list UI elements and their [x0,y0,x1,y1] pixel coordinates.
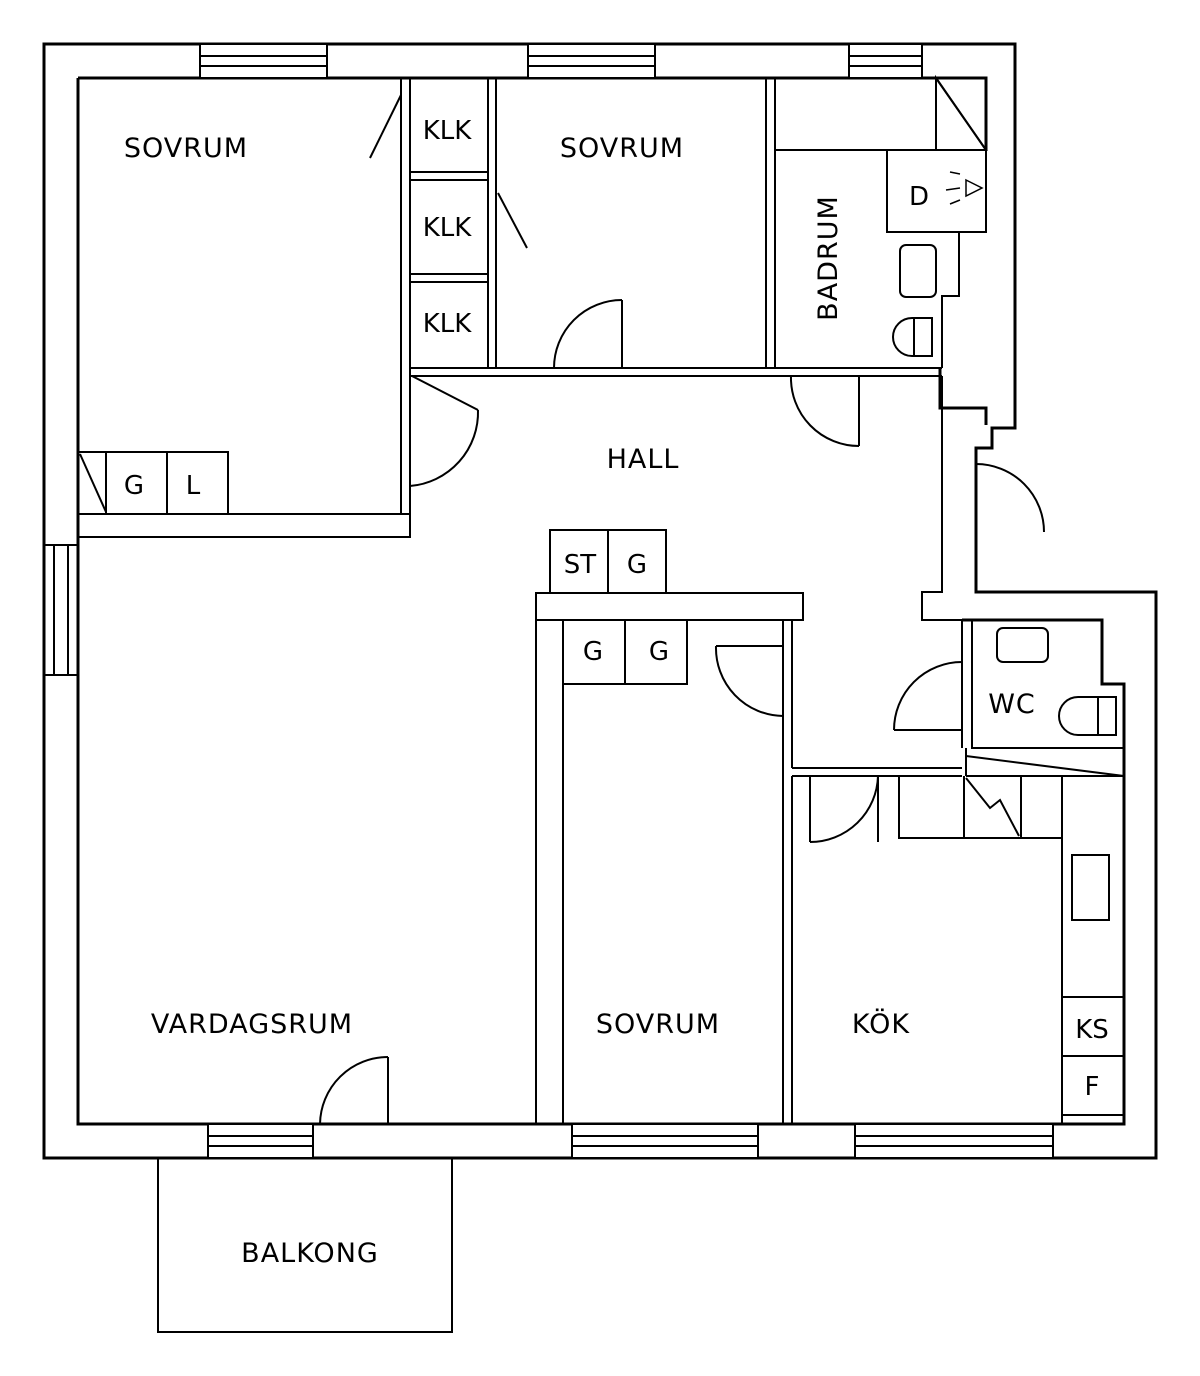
room-label-bedroom-3: SOVRUM [596,1009,720,1040]
window-bottom-bedroom [571,1123,759,1159]
wardrobe-label-g-3: G [583,637,603,667]
linen-label-l: L [186,471,201,501]
door-wc [893,661,963,731]
door-bedroom-2-closet [497,192,528,249]
room-label-bathroom: BADRUM [813,195,844,321]
door-bedroom-1-closet [369,94,402,159]
door-bedroom-2 [553,299,623,369]
window-top-middle [527,43,656,79]
window-top-left [199,43,328,79]
door-bedroom-3 [714,645,784,717]
door-bathroom [789,375,860,447]
doors [319,94,1045,1125]
wardrobe-label-g-1: G [124,471,144,501]
closet-label-2: KLK [423,213,473,243]
room-label-kitchen: KÖK [852,1008,910,1040]
window-bottom-living [207,1123,314,1159]
room-label-hall: HALL [607,444,680,475]
door-living-room [319,1056,389,1125]
storage-label-st: ST [564,550,597,580]
freezer-label-f: F [1085,1072,1100,1102]
room-label-living-room: VARDAGSRUM [151,1009,353,1040]
room-label-bedroom-2: SOVRUM [560,133,684,164]
dryer-label-d: D [909,182,929,212]
windows [199,43,1054,1159]
room-label-wc: WC [988,689,1036,720]
door-entrance [975,463,1045,533]
interior-walls [78,77,1125,1333]
room-label-balcony: BALKONG [241,1238,379,1269]
wardrobe-label-g-2: G [627,550,647,580]
closet-label-1: KLK [423,116,473,146]
door-kitchen [809,775,879,843]
room-label-bedroom-1: SOVRUM [124,133,248,164]
closet-label-3: KLK [423,309,473,339]
fridge-label-ks: KS [1075,1015,1109,1045]
door-bedroom-1 [409,375,480,487]
window-top-right [848,43,923,79]
window-bottom-kitchen [854,1123,1054,1159]
fixtures [77,74,1125,1116]
wardrobe-label-g-4: G [649,637,669,667]
exterior-walls [42,42,1158,1160]
